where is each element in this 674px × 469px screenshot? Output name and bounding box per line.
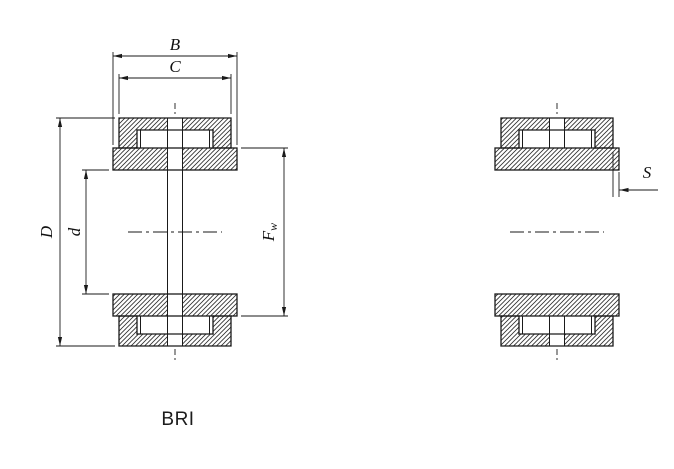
dimension-d: d	[65, 169, 109, 295]
inner-ring-outline	[112, 147, 238, 317]
oil-hole-lines	[549, 118, 565, 346]
inner-ring-hatching	[113, 148, 237, 316]
extension-line	[82, 169, 109, 295]
label-Fw-main: F	[259, 230, 278, 242]
arrowhead-left	[113, 53, 122, 59]
label-Fw: Fw	[259, 223, 280, 242]
arrowhead-left	[119, 75, 128, 81]
arrowhead-right	[228, 53, 237, 59]
dimension-B: B	[112, 35, 238, 145]
left-bearing-section	[112, 103, 238, 363]
extension-line	[112, 52, 238, 145]
dimension-Fw: Fw	[241, 147, 288, 317]
extension-line	[612, 152, 620, 197]
outer-ring-hatching	[119, 118, 231, 346]
series-label: BRI	[161, 409, 194, 430]
label-Fw-sub: w	[266, 223, 280, 231]
arrowhead-top	[57, 118, 63, 127]
label-S: S	[643, 163, 652, 182]
inner-ring-hatching	[495, 148, 619, 316]
extension-line	[241, 147, 288, 317]
needle-roller-lines	[140, 130, 210, 334]
arrowhead-right	[222, 75, 231, 81]
arrowhead-top	[281, 148, 287, 157]
needle-roller-lines	[522, 130, 592, 334]
label-d: d	[65, 227, 84, 236]
outer-ring-hatching	[501, 118, 613, 346]
right-bearing-section	[494, 103, 620, 363]
inner-ring-outline	[494, 147, 620, 317]
label-C: C	[169, 57, 181, 76]
dimension-C: C	[118, 57, 232, 114]
arrowhead-bottom	[83, 285, 89, 294]
arrowhead-bottom	[281, 307, 287, 316]
arrowhead-top	[83, 170, 89, 179]
extension-line	[56, 117, 115, 347]
label-D: D	[37, 225, 56, 239]
label-B: B	[170, 35, 181, 54]
arrowhead-bottom	[57, 337, 63, 346]
dimension-D: D	[37, 117, 115, 347]
dimension-S: S	[612, 152, 658, 197]
arrowhead-left	[619, 187, 629, 193]
extension-line	[118, 74, 232, 114]
